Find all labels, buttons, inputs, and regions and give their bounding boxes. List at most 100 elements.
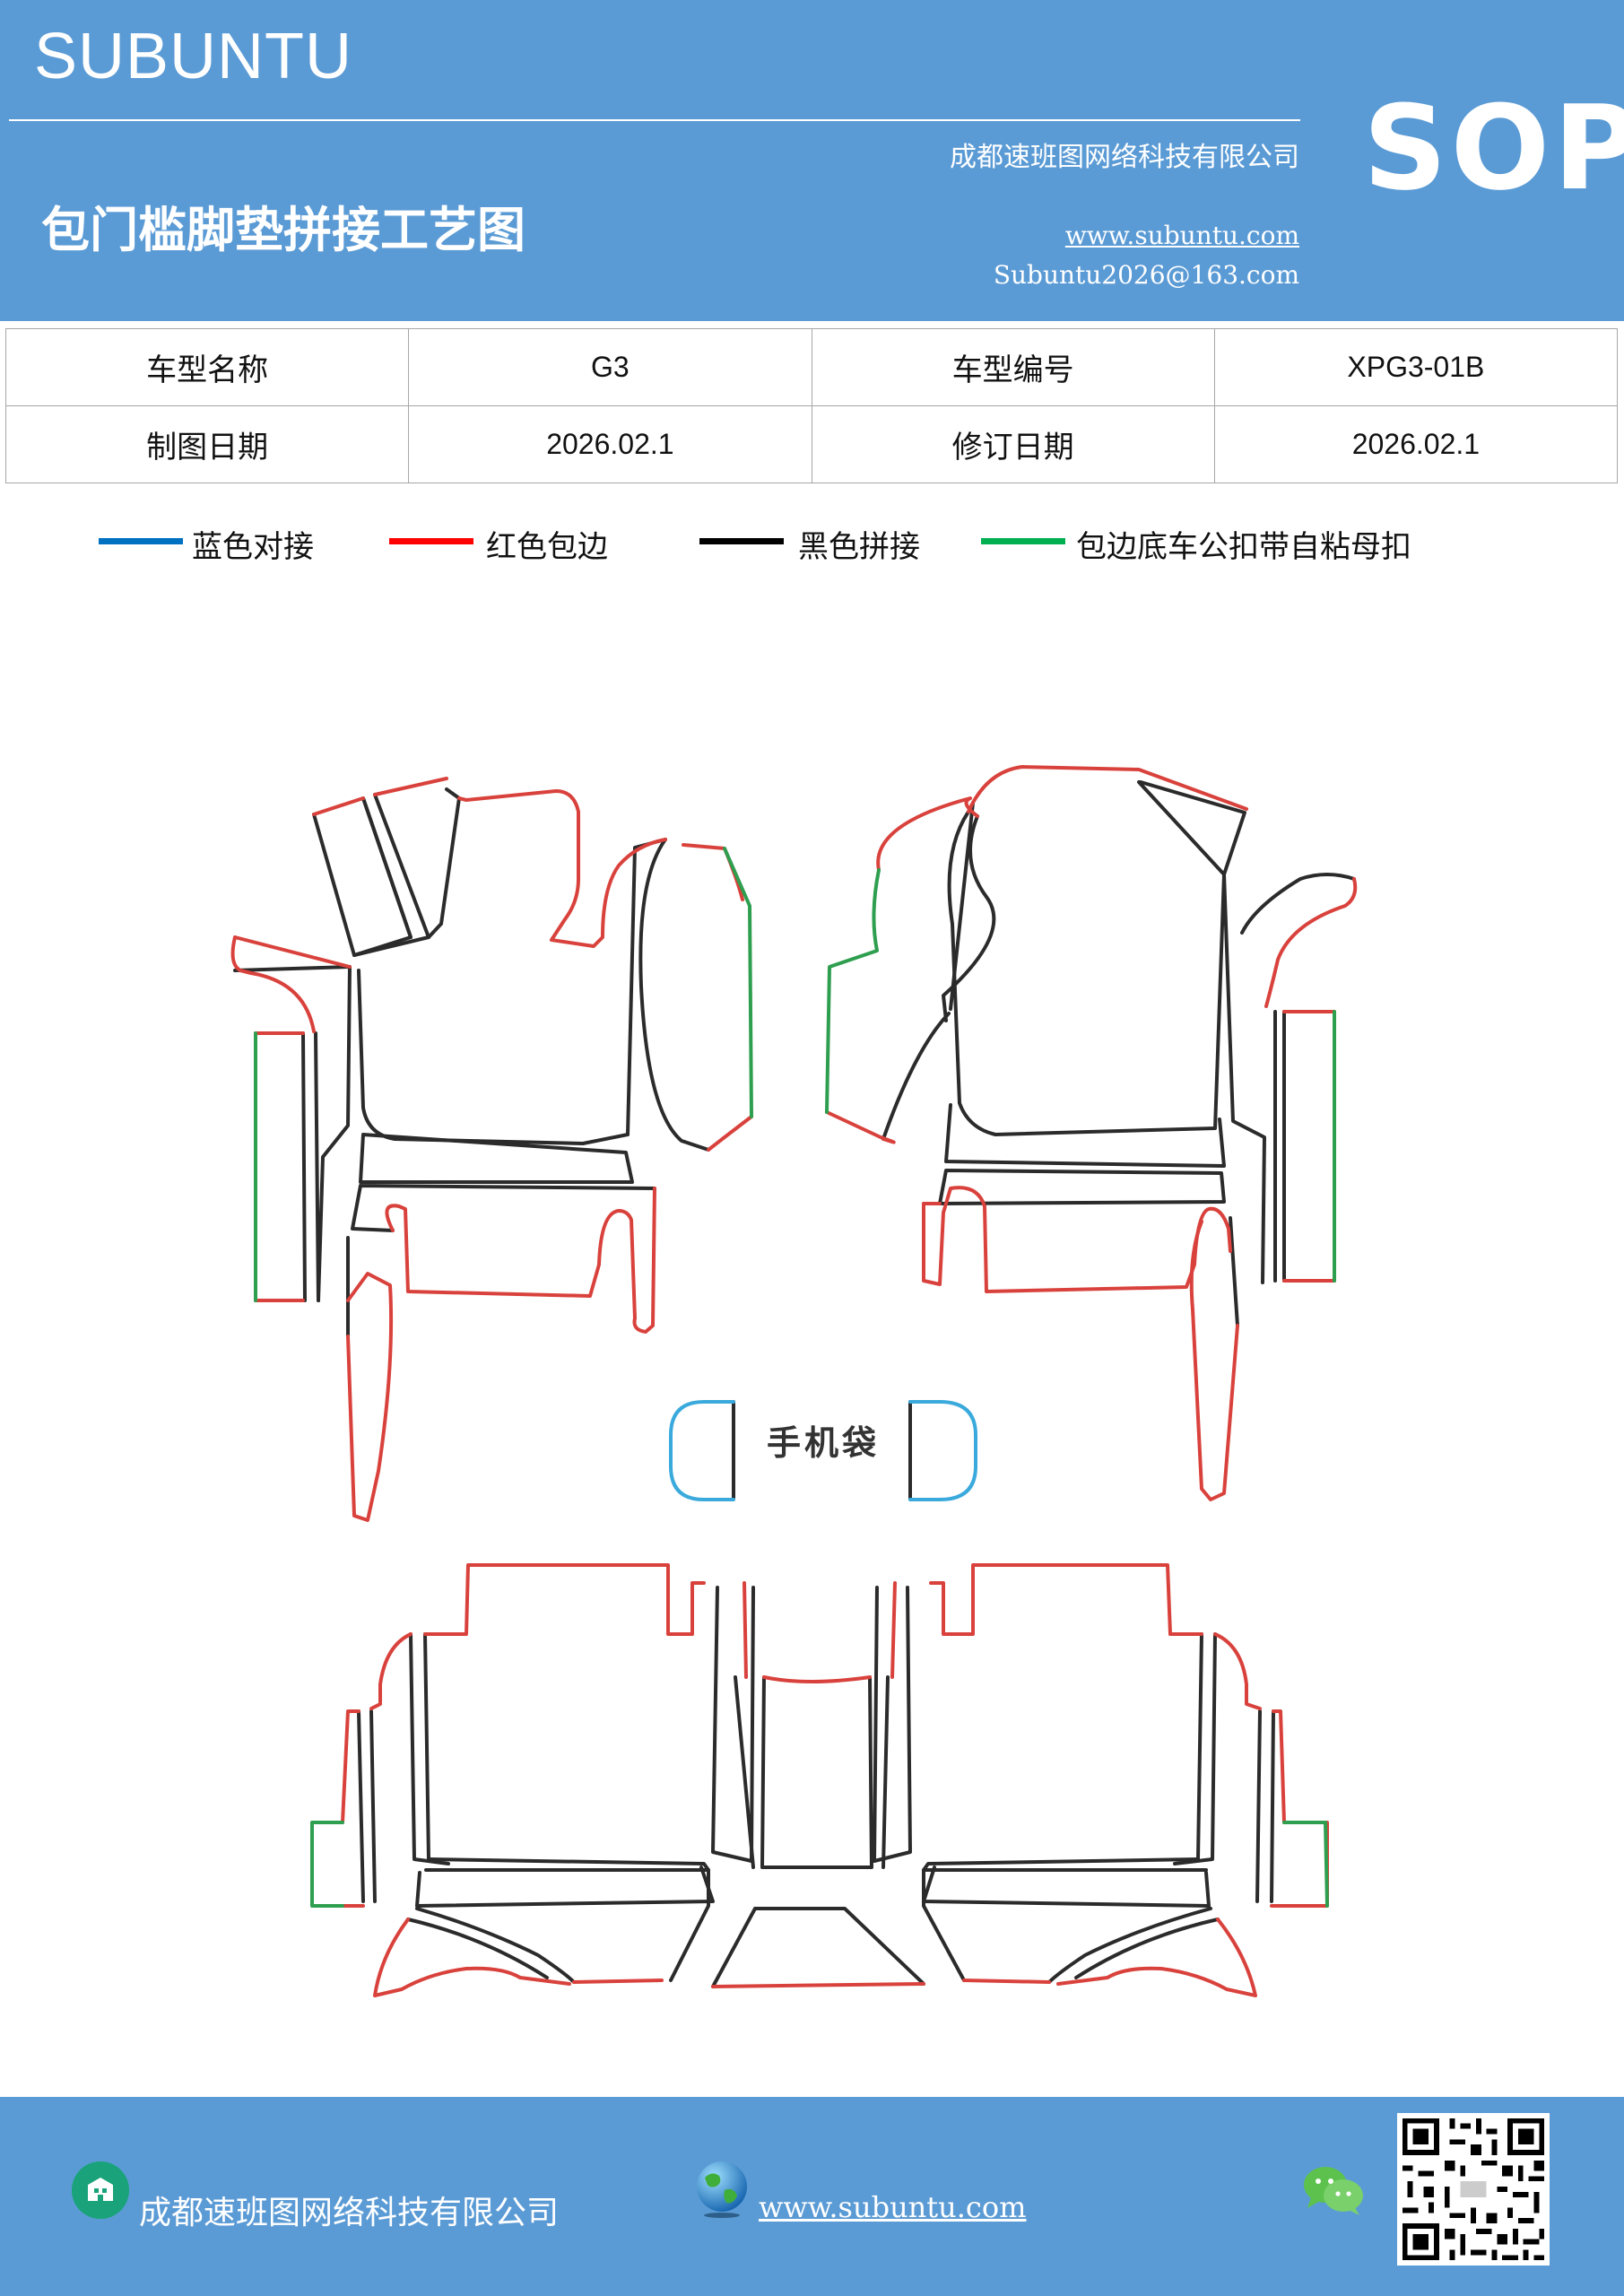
- mat-piece: [638, 838, 710, 1152]
- draw-date-value: 2026.02.1: [408, 405, 812, 483]
- mat-piece: [1137, 780, 1246, 876]
- header-divider: [9, 119, 1300, 121]
- draw-date-label: 制图日期: [4, 405, 410, 483]
- outline-strokes: [233, 780, 1356, 1988]
- company-name: 成都速班图网络科技有限公司: [950, 142, 1299, 173]
- mat-piece: [351, 1184, 656, 1232]
- footer-website-link[interactable]: www.subuntu.com: [759, 2190, 1027, 2224]
- mat-piece: [409, 1632, 450, 1866]
- mat-velcro-edge: [723, 847, 753, 1118]
- mat-edge: [929, 1563, 1203, 1636]
- mat-edge: [346, 1272, 394, 1522]
- legend-label: 包边底车公扣带自粘母扣: [1076, 529, 1411, 565]
- mat-edge: [890, 1581, 897, 1679]
- mat-piece: [1222, 873, 1266, 1284]
- model-code-value: XPG3-01B: [1213, 328, 1619, 406]
- brand-name: SUBUNTU: [34, 21, 353, 92]
- joint-strokes: [669, 1400, 977, 1501]
- mat-edge: [1056, 1918, 1257, 1997]
- legend-swatch: [389, 538, 473, 544]
- mat-piece: [938, 1169, 1226, 1205]
- mat-piece: [922, 1866, 1211, 1908]
- qr-code-image: [1397, 2113, 1550, 2266]
- mat-piece: [922, 1857, 1208, 1872]
- mat-edge: [457, 789, 667, 948]
- website-link[interactable]: www.subuntu.com: [1064, 221, 1299, 250]
- wechat-icon[interactable]: [1300, 2161, 1367, 2219]
- mat-edge: [373, 1918, 571, 1997]
- mat-edge: [423, 1563, 706, 1636]
- mat-piece: [406, 1918, 549, 1979]
- mat-edge: [711, 1982, 925, 1988]
- revise-date-value: 2026.02.1: [1213, 405, 1619, 483]
- mat-edge: [1189, 1220, 1239, 1501]
- mat-piece: [1255, 1709, 1275, 1903]
- mat-piece: [1229, 1216, 1239, 1327]
- mat-edge: [1282, 1010, 1336, 1283]
- contact-email: Subuntu2026@163.com: [993, 260, 1299, 290]
- velcro-strokes: [254, 847, 1336, 1908]
- mat-edge: [369, 1632, 413, 1710]
- phone-bag-right: [908, 1400, 977, 1501]
- mat-edge: [385, 1187, 656, 1334]
- mat-piece: [301, 1031, 320, 1302]
- mat-edge: [230, 935, 316, 1033]
- mat-edge: [825, 1110, 896, 1144]
- mat-edge: [967, 765, 1248, 813]
- mat-piece: [944, 1103, 1226, 1168]
- mat-edge: [572, 1979, 664, 1984]
- building-icon: [72, 2161, 129, 2219]
- mat-edge: [254, 1031, 305, 1302]
- mat-piece: [415, 1866, 715, 1908]
- mat-edge: [1264, 877, 1358, 1008]
- mat-piece: [942, 814, 996, 1022]
- mat-edge: [962, 1979, 1051, 1984]
- mat-edge: [1272, 1709, 1286, 1824]
- mat-piece: [312, 796, 413, 957]
- mat-piece: [361, 796, 413, 939]
- mat-edge: [743, 1581, 748, 1679]
- mat-piece: [922, 1868, 966, 1982]
- mat-piece: [1173, 1632, 1217, 1866]
- mat-piece: [1240, 873, 1356, 935]
- table-row: 车型名称 G3 车型编号 XPG3-01B: [4, 328, 1619, 406]
- mat-edge: [312, 777, 448, 816]
- mat-piece: [1273, 1010, 1286, 1283]
- legend-label: 蓝色对接: [192, 529, 314, 565]
- mat-edge: [707, 1115, 753, 1152]
- mat-piece: [881, 1012, 951, 1141]
- mat-piece: [1196, 1632, 1203, 1861]
- mat-velcro-edge: [1282, 1821, 1329, 1908]
- footer-company-name: 成都速班图网络科技有限公司: [139, 2195, 560, 2231]
- mat-piece: [947, 810, 1226, 1136]
- mat-piece: [669, 1868, 710, 1982]
- document-title: 包门槛脚垫拼接工艺图: [41, 201, 525, 258]
- mat-piece: [357, 969, 630, 1145]
- mat-piece: [873, 1586, 912, 1863]
- legend-swatch: [981, 538, 1065, 544]
- legend-label: 黑色拼接: [798, 529, 920, 565]
- mat-velcro-edge: [825, 868, 881, 1114]
- mat-velcro-edge: [310, 1821, 344, 1908]
- legend-swatch: [699, 538, 784, 544]
- mat-piece: [423, 1632, 430, 1861]
- mat-piece: [711, 1586, 755, 1863]
- mat-piece: [317, 965, 352, 1302]
- table-row: 制图日期 2026.02.1 修订日期 2026.02.1: [4, 405, 1619, 483]
- legend-swatch: [99, 538, 183, 544]
- mat-piece: [357, 1709, 377, 1903]
- mat-piece: [424, 1857, 710, 1872]
- mat-edge: [1213, 1632, 1262, 1710]
- model-code-label: 车型编号: [811, 328, 1215, 406]
- mat-edge: [1270, 1821, 1329, 1908]
- floor-mat-diagram: 手机袋: [230, 765, 1358, 1997]
- mat-piece: [373, 793, 430, 939]
- globe-icon: [697, 2161, 747, 2218]
- edge-binding-strokes: [230, 765, 1358, 1997]
- mat-piece: [1047, 1907, 1212, 1984]
- mat-piece: [359, 1133, 634, 1184]
- mat-edge: [233, 935, 352, 969]
- model-name-label: 车型名称: [4, 328, 410, 406]
- mat-piece: [415, 1907, 576, 1984]
- footer-band: 成都速班图网络科技有限公司 www.subuntu.com: [0, 2097, 1624, 2296]
